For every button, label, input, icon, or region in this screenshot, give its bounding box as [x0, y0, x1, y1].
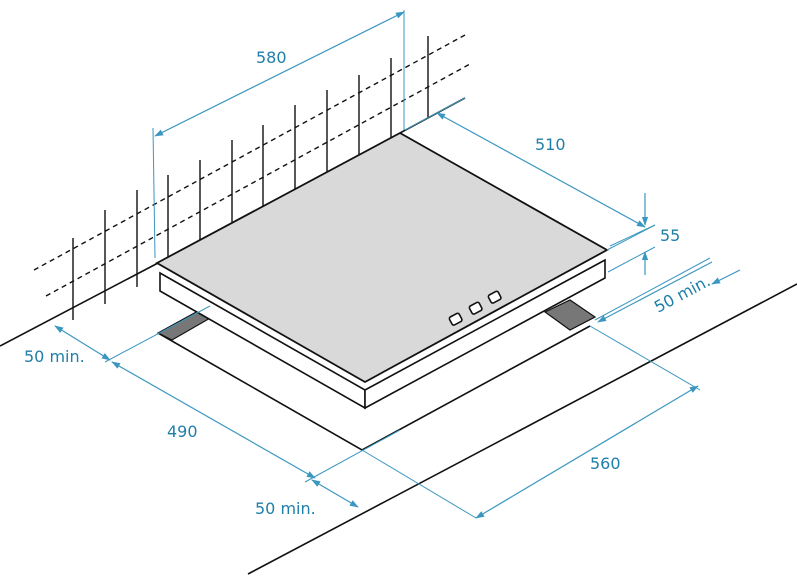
- label-50min-left: 50 min.: [24, 347, 85, 366]
- control-button-1[interactable]: [448, 312, 463, 326]
- dimension-580: 580: [152, 10, 405, 259]
- dimension-55: 55: [607, 193, 680, 275]
- dimension-line-50min-left: [54, 325, 111, 361]
- worktop-back-left-edge: [0, 262, 159, 347]
- dimension-50min-front: 50 min.: [255, 479, 359, 518]
- label-510: 510: [535, 135, 566, 154]
- support-block-right: [543, 299, 597, 331]
- hob-glass-top: [155, 131, 609, 384]
- label-50min-front: 50 min.: [255, 499, 316, 518]
- dimension-510: 510: [404, 97, 656, 251]
- control-button-3[interactable]: [487, 290, 502, 304]
- dimension-line-50min-front: [311, 479, 359, 508]
- dimension-line-580: [154, 11, 405, 137]
- label-580: 580: [256, 48, 287, 67]
- control-button-2[interactable]: [468, 301, 483, 315]
- dimension-line-490: [111, 361, 316, 479]
- label-55: 55: [660, 226, 680, 245]
- dimension-560: 560: [361, 325, 701, 519]
- label-560: 560: [590, 454, 621, 473]
- hob: [155, 131, 609, 410]
- dimension-line-560: [475, 385, 699, 519]
- dimension-50min-left: 50 min.: [24, 305, 211, 366]
- dimension-490: 490: [111, 361, 401, 483]
- dimension-line-510: [436, 112, 646, 228]
- label-490: 490: [167, 422, 198, 441]
- hob-front-side: [364, 258, 606, 410]
- control-buttons: [448, 290, 502, 326]
